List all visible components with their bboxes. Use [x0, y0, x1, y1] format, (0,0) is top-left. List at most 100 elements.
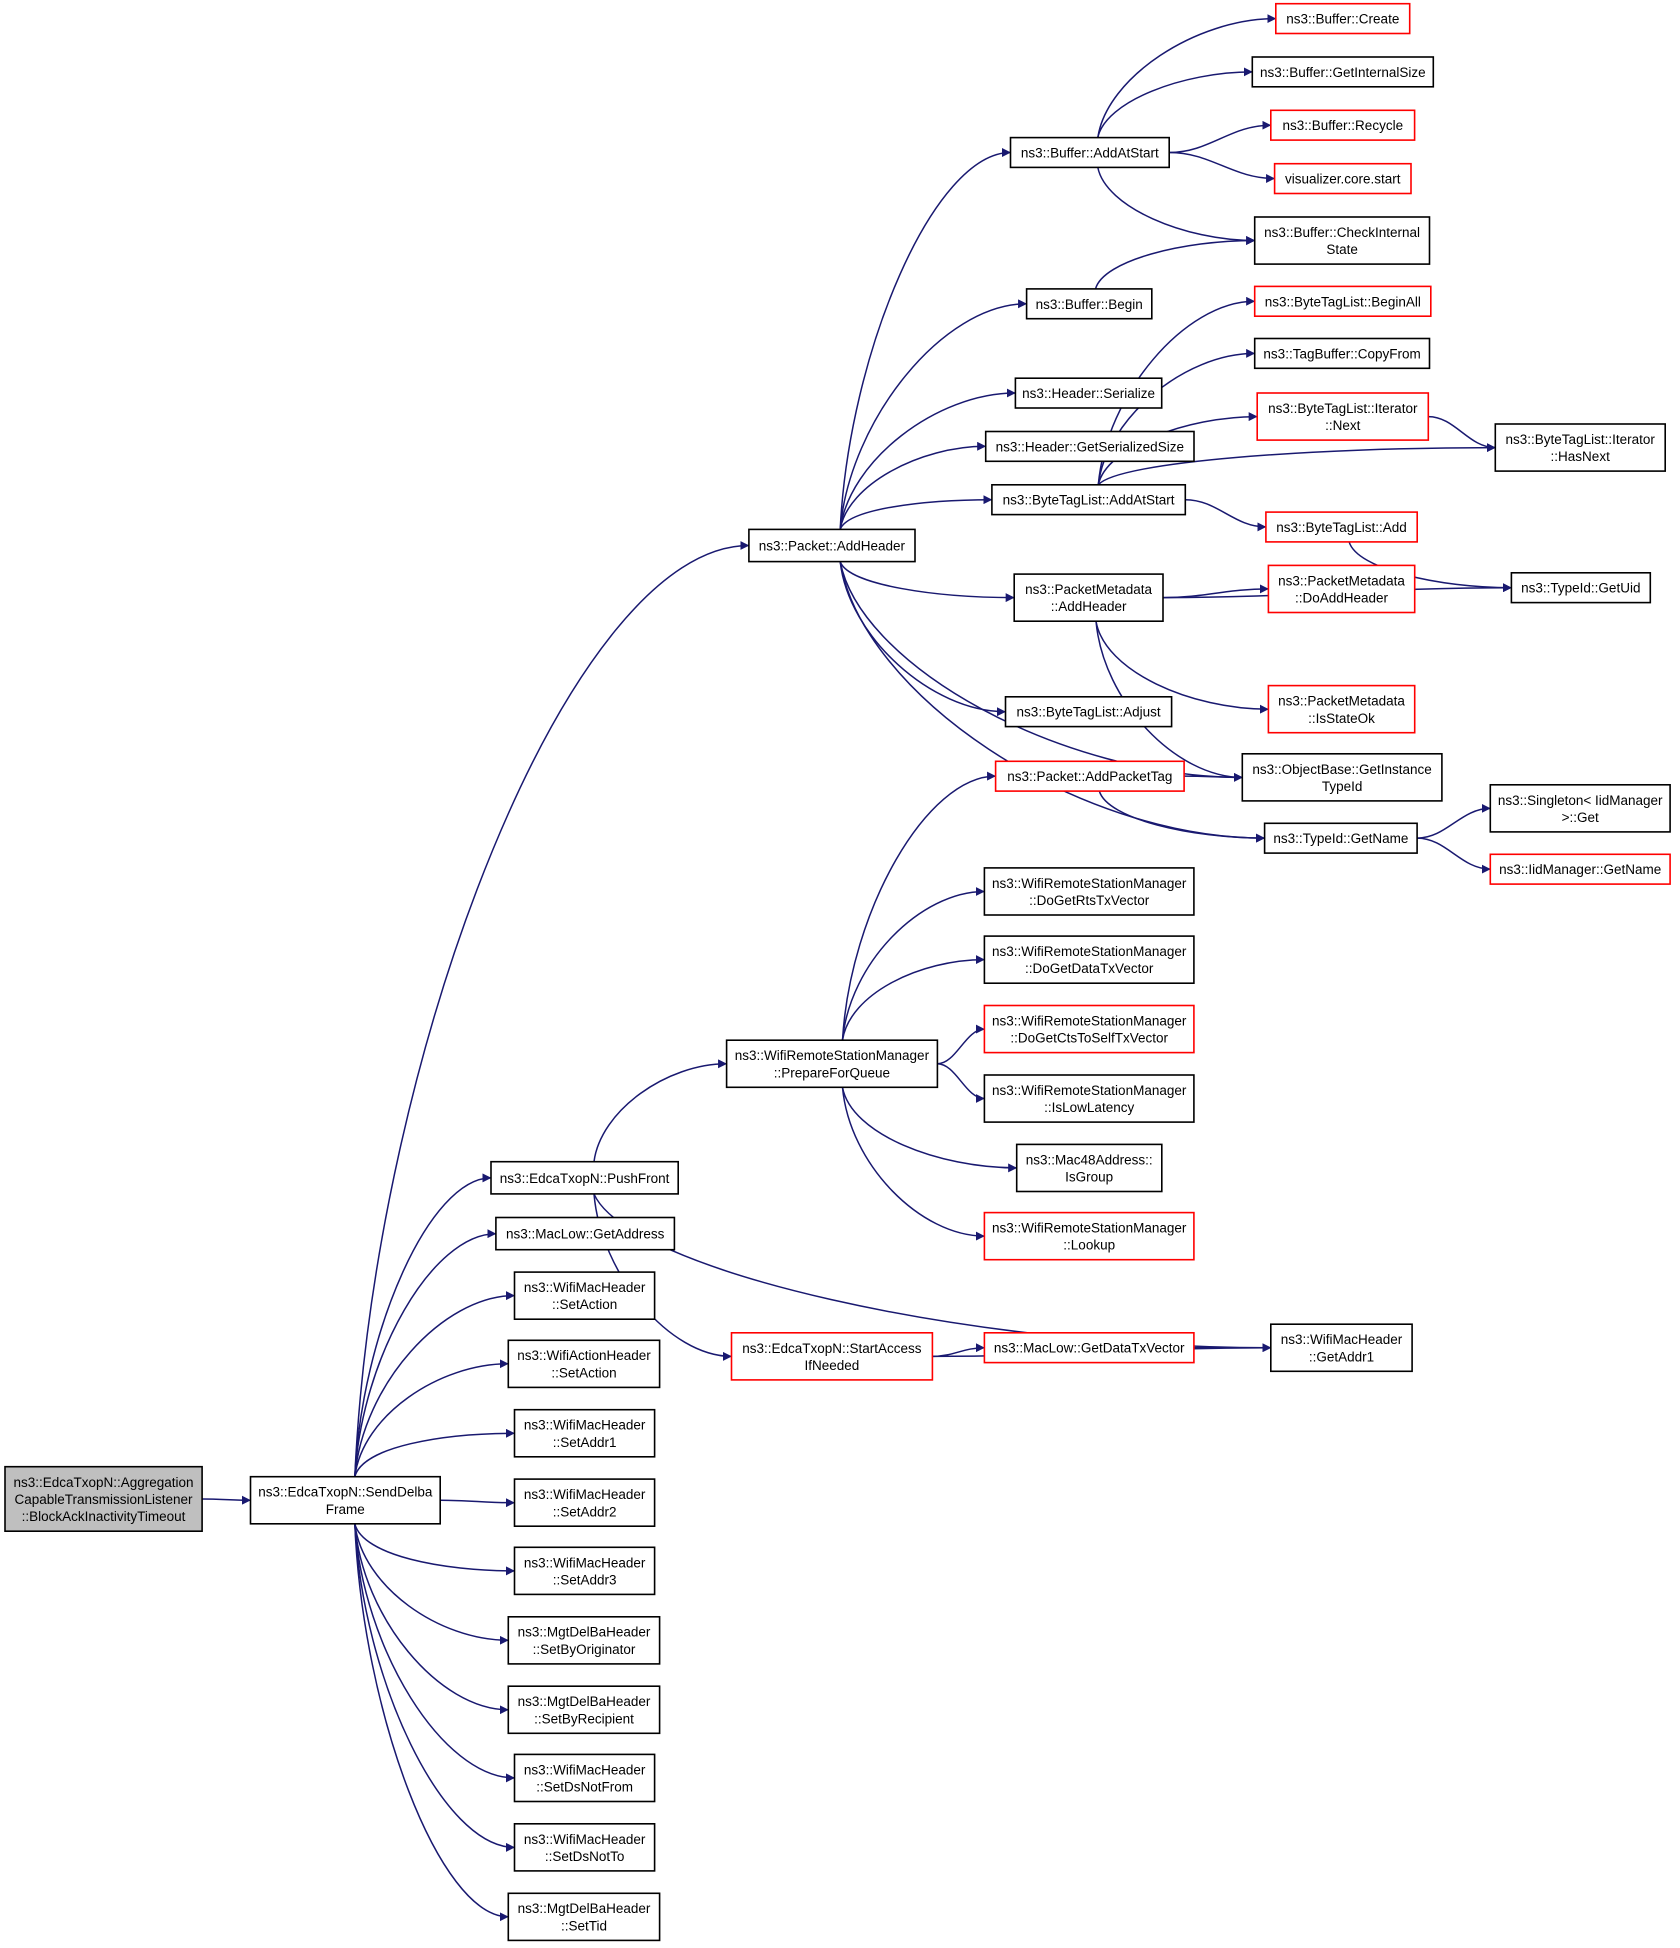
function-node-setdsnotfrom[interactable]: ns3::WifiMacHeader::SetDsNotFrom	[513, 1753, 656, 1803]
function-node-btl_iter_next[interactable]: ns3::ByteTagList::Iterator::Next	[1256, 392, 1430, 441]
function-node-wrsm_islowlatency[interactable]: ns3::WifiRemoteStationManager::IsLowLate…	[983, 1074, 1195, 1123]
function-node-btl_iter_hasnext[interactable]: ns3::ByteTagList::Iterator::HasNext	[1494, 423, 1667, 472]
node-label-line: ::SetTid	[561, 1918, 607, 1933]
function-node-addpackettag[interactable]: ns3::Packet::AddPacketTag	[994, 760, 1185, 792]
call-edge-typeid_getname-to-singleton_get	[1417, 803, 1491, 839]
function-node-visualizer_start[interactable]: visualizer.core.start	[1273, 162, 1412, 195]
function-node-wrsm_dogetrts[interactable]: ns3::WifiRemoteStationManager::DoGetRtsT…	[983, 867, 1195, 916]
function-node-setbyrecip[interactable]: ns3::MgtDelBaHeader::SetByRecipient	[507, 1685, 661, 1735]
node-box	[513, 1408, 656, 1458]
node-box	[730, 1332, 934, 1381]
node-label-line: ns3::Packet::AddPacketTag	[1007, 769, 1172, 784]
function-node-buffer_addatstart[interactable]: ns3::Buffer::AddAtStart	[1009, 136, 1170, 169]
node-box	[983, 1332, 1195, 1364]
node-label-line: ns3::EdcaTxopN::StartAccess	[742, 1341, 922, 1356]
call-arrow	[354, 1523, 509, 1922]
node-label-line: ns3::EdcaTxopN::Aggregation	[13, 1475, 193, 1490]
function-node-prepareforqueue[interactable]: ns3::WifiRemoteStationManager::PrepareFo…	[725, 1039, 939, 1089]
function-node-btl_add[interactable]: ns3::ByteTagList::Add	[1265, 511, 1419, 543]
node-box	[1009, 136, 1170, 169]
node-box	[495, 1216, 676, 1251]
call-edge-senddelba-to-setbyorig	[354, 1523, 509, 1645]
function-node-wah_setaction[interactable]: ns3::WifiActionHeader::SetAction	[507, 1339, 661, 1389]
call-edge-addpackettag-to-typeid_getname	[1098, 790, 1266, 843]
node-label-line: >::Get	[1562, 810, 1599, 825]
function-node-btl_adjust[interactable]: ns3::ByteTagList::Adjust	[1004, 695, 1173, 728]
function-node-settid[interactable]: ns3::MgtDelBaHeader::SetTid	[507, 1892, 661, 1942]
function-nodes: ns3::EdcaTxopN::AggregationCapableTransm…	[4, 2, 1671, 1942]
node-box	[1263, 822, 1418, 854]
call-edge-senddelba-to-wmh_setaction	[354, 1291, 515, 1477]
call-arrow	[202, 1495, 251, 1505]
function-node-tagbuffer_copyfrom[interactable]: ns3::TagBuffer::CopyFrom	[1253, 337, 1431, 370]
node-label-line: ns3::IidManager::GetName	[1499, 862, 1661, 877]
function-node-wrsm_lookup[interactable]: ns3::WifiRemoteStationManager::Lookup	[983, 1211, 1195, 1261]
node-label-line: ns3::MgtDelBaHeader	[518, 1625, 651, 1640]
function-node-singleton_get[interactable]: ns3::Singleton< IidManager >::Get	[1489, 783, 1671, 833]
function-node-buffer_getinternalsize[interactable]: ns3::Buffer::GetInternalSize	[1251, 56, 1435, 88]
node-box	[1267, 684, 1416, 734]
function-node-typeid_getuid[interactable]: ns3::TypeId::GetUid	[1510, 571, 1652, 604]
node-box	[513, 1271, 656, 1320]
function-node-setaddr2[interactable]: ns3::WifiMacHeader::SetAddr2	[513, 1478, 656, 1527]
node-box	[513, 1823, 656, 1872]
function-node-btl_addatstart[interactable]: ns3::ByteTagList::AddAtStart	[991, 483, 1187, 516]
function-node-typeid_getname[interactable]: ns3::TypeId::GetName	[1263, 822, 1418, 854]
node-label-line: ns3::WifiMacHeader	[524, 1762, 646, 1777]
function-node-getaddress[interactable]: ns3::MacLow::GetAddress	[495, 1216, 676, 1251]
function-node-getaddr1[interactable]: ns3::WifiMacHeader::GetAddr1	[1270, 1323, 1413, 1373]
function-node-setbyorig[interactable]: ns3::MgtDelBaHeader::SetByOriginator	[507, 1616, 661, 1665]
node-box	[507, 1892, 661, 1942]
function-node-buffer_create[interactable]: ns3::Buffer::Create	[1275, 2, 1411, 35]
call-edge-senddelba-to-wah_setaction	[354, 1359, 509, 1477]
node-box	[513, 1478, 656, 1527]
function-node-buffer_begin[interactable]: ns3::Buffer::Begin	[1025, 288, 1153, 320]
node-label-line: ::Lookup	[1063, 1238, 1115, 1253]
function-node-header_serialize[interactable]: ns3::Header::Serialize	[1014, 377, 1163, 409]
function-node-setdsnotto[interactable]: ns3::WifiMacHeader::SetDsNotTo	[513, 1823, 656, 1872]
call-edge-senddelba-to-setaddr3	[354, 1523, 515, 1576]
function-node-pm_doaddheader[interactable]: ns3::PacketMetadata::DoAddHeader	[1267, 564, 1416, 614]
function-node-pm_isstateok[interactable]: ns3::PacketMetadata::IsStateOk	[1267, 684, 1416, 734]
function-node-setaddr1[interactable]: ns3::WifiMacHeader::SetAddr1	[513, 1408, 656, 1458]
function-node-setaddr3[interactable]: ns3::WifiMacHeader::SetAddr3	[513, 1546, 656, 1596]
node-box	[983, 935, 1195, 984]
node-box	[1014, 377, 1163, 409]
function-node-header_getsersize[interactable]: ns3::Header::GetSerializedSize	[984, 430, 1195, 463]
function-node-btl_beginall[interactable]: ns3::ByteTagList::BeginAll	[1253, 285, 1432, 317]
function-node-addheader[interactable]: ns3::Packet::AddHeader	[748, 528, 916, 563]
function-node-buffer_recycle[interactable]: ns3::Buffer::Recycle	[1270, 109, 1416, 141]
call-edge-senddelba-to-setaddr1	[354, 1428, 515, 1477]
function-node-pm_addheader[interactable]: ns3::PacketMetadata::AddHeader	[1013, 573, 1164, 622]
call-arrow	[354, 541, 750, 1477]
node-box	[507, 1616, 661, 1665]
call-edge-buffer_addatstart-to-buffer_recycle	[1169, 120, 1272, 154]
node-label-line: ::SetByOriginator	[533, 1642, 636, 1657]
node-label-line: ns3::WifiRemoteStationManager	[992, 876, 1187, 891]
call-arrow	[354, 1523, 515, 1783]
node-box	[1489, 853, 1671, 885]
call-edge-addheader-to-buffer_begin	[839, 299, 1028, 530]
call-edge-buffer_addatstart-to-buffer_getinternalsize	[1097, 67, 1253, 138]
function-node-wrsm_dogetdata[interactable]: ns3::WifiRemoteStationManager::DoGetData…	[983, 935, 1195, 984]
node-box	[4, 1465, 203, 1532]
function-node-mac48_isgroup[interactable]: ns3::Mac48Address::IsGroup	[1015, 1143, 1163, 1193]
call-arrow	[1095, 621, 1243, 782]
node-label-line: ::IsLowLatency	[1044, 1100, 1134, 1115]
call-arrow	[1184, 772, 1243, 782]
node-label-line: CapableTransmissionListener	[14, 1492, 193, 1507]
call-arrow	[354, 1523, 515, 1852]
function-node-pushfront[interactable]: ns3::EdcaTxopN::PushFront	[490, 1160, 679, 1195]
node-label-line: ::BlockAckInactivityTimeout	[22, 1509, 186, 1524]
function-node-wrsm_dogetcts[interactable]: ns3::WifiRemoteStationManager::DoGetCtsT…	[983, 1004, 1195, 1054]
call-edge-senddelba-to-settid	[354, 1523, 509, 1922]
node-label-line: ::SetAction	[552, 1297, 617, 1312]
node-label-line: ns3::PacketMetadata	[1278, 694, 1405, 709]
function-node-wmh_setaction[interactable]: ns3::WifiMacHeader::SetAction	[513, 1271, 656, 1320]
function-node-getdatatxvector[interactable]: ns3::MacLow::GetDataTxVector	[983, 1332, 1195, 1364]
function-node-iidmanager_getname[interactable]: ns3::IidManager::GetName	[1489, 853, 1671, 885]
